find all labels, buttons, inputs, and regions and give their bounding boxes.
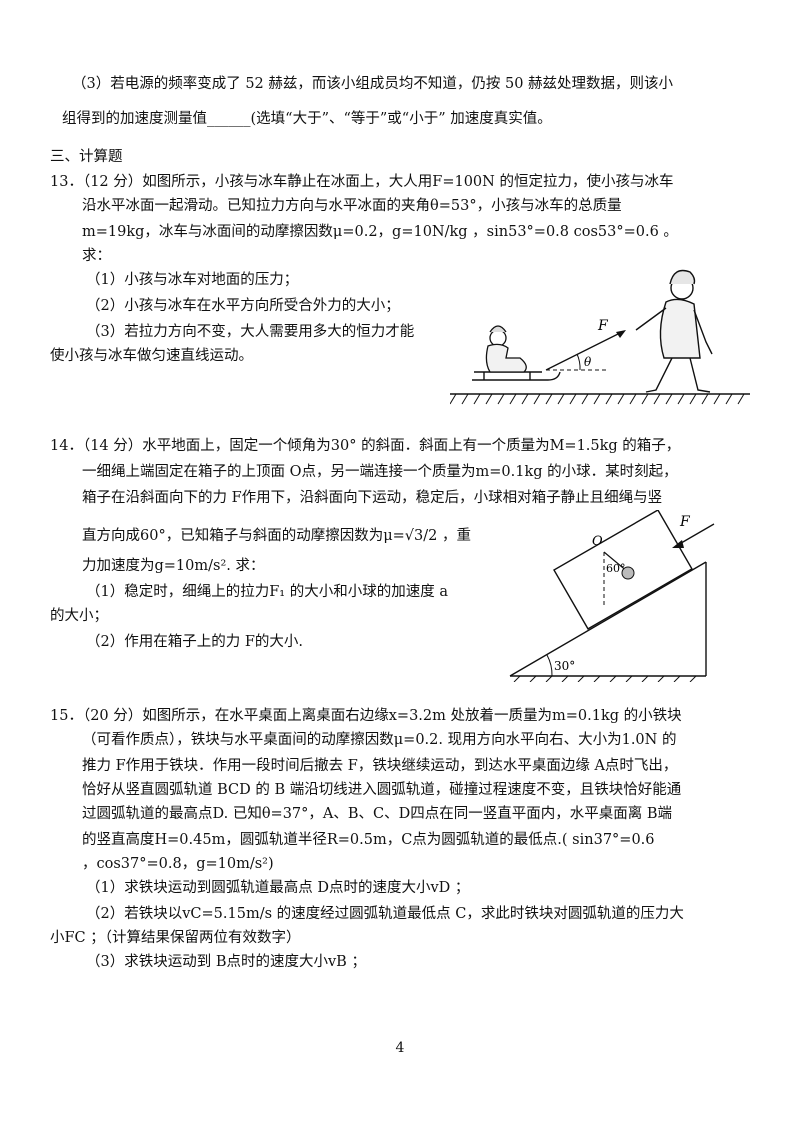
point-o-label: O — [592, 534, 603, 549]
q14-force-label: F — [679, 514, 691, 530]
child — [485, 325, 527, 373]
adult — [635, 269, 713, 393]
q14-line: 直方向成60°，已知箱子与斜面的动摩擦因数为μ=√3/2 ，重 — [82, 528, 471, 544]
q15-line: 过圆弧轨道的最高点D. 已知θ=37°，A、B、C、D四点在同一竖直平面内，水平… — [82, 806, 673, 822]
q13-question-3-cont: 使小孩与冰车做匀速直线运动。 — [50, 348, 253, 364]
q13-question-2: （2）小孩与冰车在水平方向所受合外力的大小； — [86, 298, 400, 314]
q15-line: 15．（20 分）如图所示，在水平桌面上离桌面右边缘x=3.2m 处放着一质量为… — [50, 708, 682, 724]
q15-line: （可看作质点），铁块与水平桌面间的动摩擦因数μ=0.2. 现用方向水平向右、大小… — [82, 732, 677, 748]
q14-line: 14．（14 分）水平地面上，固定一个倾角为30° 的斜面．斜面上有一个质量为M… — [50, 438, 681, 454]
sled — [472, 371, 561, 381]
q15-question-2-cont: 小FC ；（计算结果保留两位有效数字） — [50, 930, 301, 946]
q14-incline-figure: 30° O 60° F — [509, 510, 715, 682]
q13-line: m=19kg，冰车与冰面间的动摩擦因数μ=0.2，g=10N/kg ，sin53… — [82, 224, 678, 240]
q13-question-1: （1）小孩与冰车对地面的压力； — [86, 272, 299, 288]
q14-question-1-cont: 的大小； — [50, 608, 108, 624]
rope-angle-label: 60° — [606, 562, 626, 575]
q15-question-2: （2）若铁块以vC=5.15m/s 的速度经过圆弧轨道最低点 C，求此时铁块对圆… — [86, 906, 684, 922]
q13-line: 沿水平冰面一起滑动。已知拉力方向与水平冰面的夹角θ=53°，小孩与冰车的总质量 — [82, 198, 622, 214]
q15-question-3: （3）求铁块运动到 B点时的速度大小vB ； — [86, 954, 366, 970]
q12-part3-line1: （3）若电源的频率变成了 52 赫兹，而该小组成员均不知道，仍按 50 赫兹处理… — [72, 76, 674, 92]
q13-sled-figure: F θ — [450, 269, 750, 405]
force-label: F — [597, 318, 609, 334]
ball — [621, 566, 635, 580]
q15-line: 推力 F作用于铁块．作用一段时间后撤去 F，铁块继续运动，到达水平桌面边缘 A点… — [82, 758, 678, 774]
q14-line: 一细绳上端固定在箱子的上顶面 O点，另一端连接一个质量为m=0.1kg 的小球．… — [82, 464, 678, 480]
page-number: 4 — [395, 1040, 405, 1056]
q13-line: 求： — [82, 248, 111, 264]
angle-label: θ — [584, 355, 592, 369]
q12-part3-line2: 组得到的加速度测量值______(选填“大于”、“等于”或“小于” 加速度真实值… — [62, 111, 552, 127]
q15-line: 恰好从竖直圆弧轨道 BCD 的 B 端沿切线进入圆弧轨道，碰撞过程速度不变，且铁… — [82, 782, 682, 798]
q15-line: ，cos37°=0.8，g=10m/s²) — [82, 856, 274, 872]
q15-question-1: （1）求铁块运动到圆弧轨道最高点 D点时的速度大小vD ； — [86, 880, 470, 896]
q14-line: 力加速度为g=10m/s². 求： — [82, 558, 265, 574]
incline-angle-label: 30° — [554, 659, 575, 673]
section-title: 三、计算题 — [50, 149, 123, 165]
q14-question-2: （2）作用在箱子上的力 F的大小. — [86, 634, 304, 650]
q14-question-1: （1）稳定时，细绳上的拉力F₁ 的大小和小球的加速度 a — [86, 584, 448, 600]
q15-line: 的竖直高度H=0.45m，圆弧轨道半径R=0.5m，C点为圆弧轨道的最低点.( … — [82, 832, 655, 848]
q14-line: 箱子在沿斜面向下的力 F作用下，沿斜面向下运动，稳定后，小球相对箱子静止且细绳与… — [82, 490, 663, 506]
q13-question-3: （3）若拉力方向不变，大人需要用多大的恒力才能 — [86, 324, 415, 340]
q13-line: 13．（12 分）如图所示，小孩与冰车静止在冰面上，大人用F=100N 的恒定拉… — [50, 174, 674, 190]
